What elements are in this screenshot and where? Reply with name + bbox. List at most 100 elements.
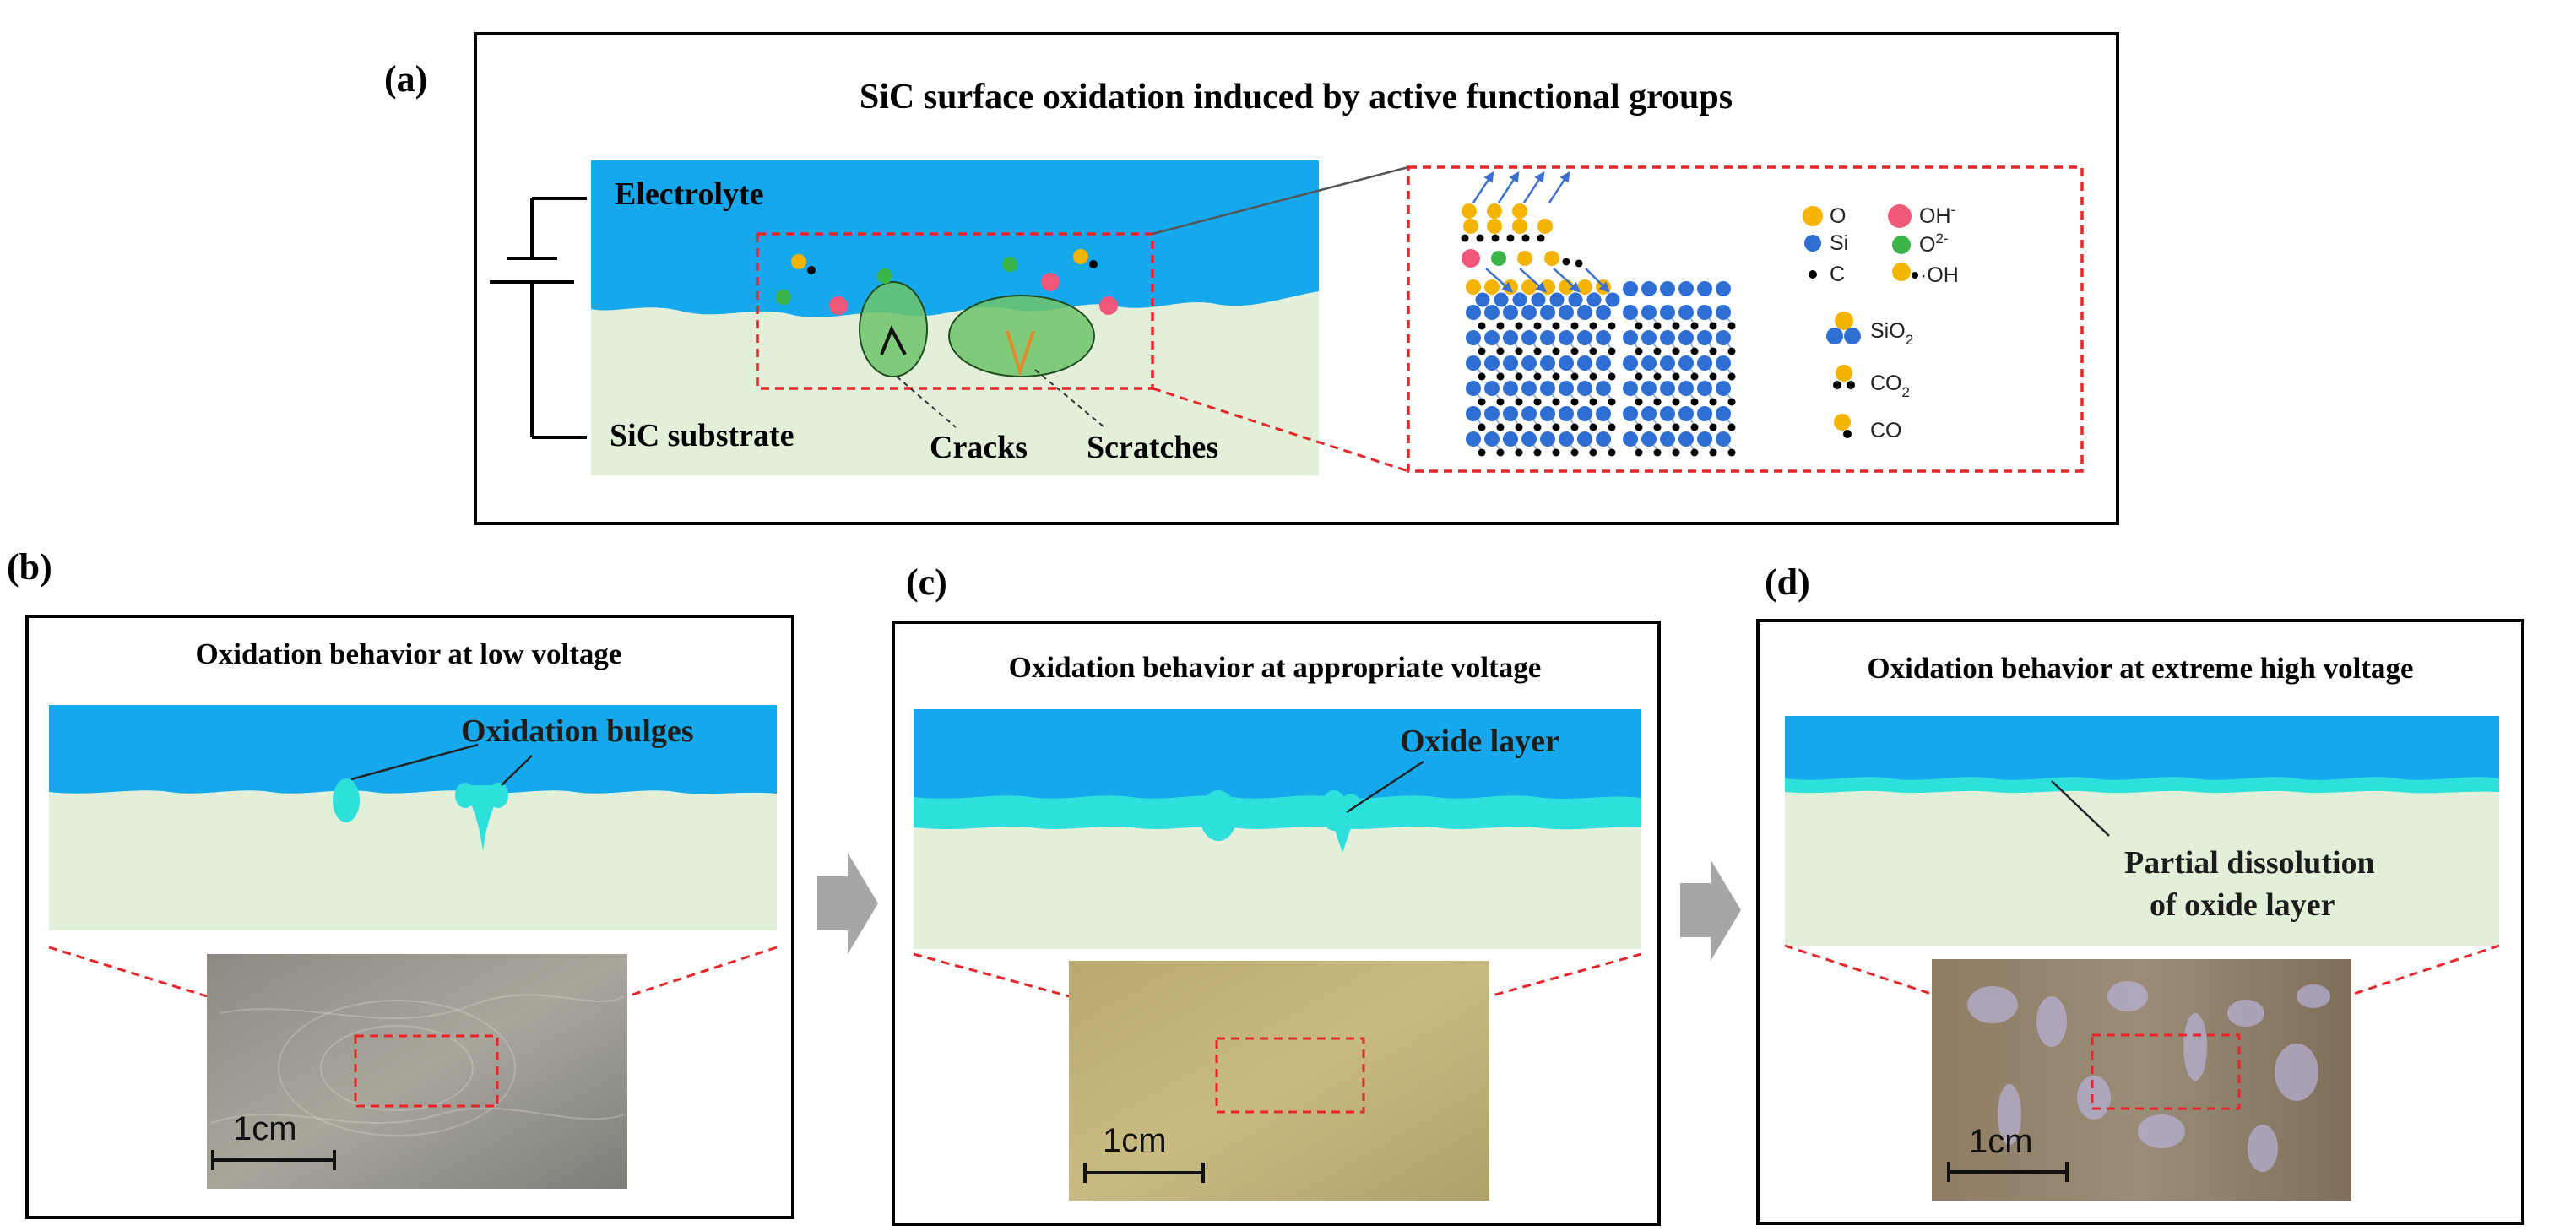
lattice-si-atom (1660, 305, 1675, 320)
lattice-si-atom (1559, 381, 1574, 396)
lattice-si-atom (1503, 355, 1518, 371)
lattice-si-atom (1484, 305, 1500, 320)
legend-co2-c1 (1833, 381, 1841, 389)
lattice-si-atom (1577, 431, 1592, 447)
lattice-c-atom (1570, 372, 1579, 381)
panel-a-frame (474, 32, 2119, 525)
lattice-c-atom (1635, 347, 1643, 355)
lattice-si-atom (1623, 281, 1638, 296)
crack-mark (880, 325, 907, 355)
panel-a: (a) SiC surface oxidation induced by act… (384, 32, 2119, 525)
panel-b-bulge-left (455, 783, 475, 808)
lattice-si-atom (1660, 431, 1675, 447)
panel-c-zoom-left (913, 952, 1070, 998)
species-o-atom (1512, 203, 1527, 219)
ion-carbon (807, 266, 816, 274)
lattice-c-atom (1608, 448, 1616, 457)
lattice-si-atom (1503, 330, 1518, 345)
panel-b-photo (207, 954, 627, 1189)
panel-c-photo (1069, 961, 1489, 1201)
lattice-si-atom (1623, 381, 1638, 396)
lattice-si-atom (1503, 305, 1518, 320)
panel-c-bulge (1200, 790, 1237, 841)
legend-co2-icon (1836, 365, 1852, 382)
panel-d-frame (1756, 619, 2524, 1225)
panel-b-zoom-left (48, 946, 208, 998)
panel-b-leader-2 (501, 755, 533, 786)
lattice-c-atom (1635, 398, 1643, 406)
legend-oxygen: O (1830, 204, 1846, 228)
lattice-c-atom (1496, 347, 1505, 355)
panel-d-zoom-left (1784, 944, 1934, 996)
lattice-c-atom (1496, 398, 1505, 406)
lattice-si-atom (1716, 381, 1731, 396)
panel-c-frame (892, 621, 1661, 1226)
lattice-o-atom (1484, 279, 1500, 295)
ion-hydroxide (1041, 273, 1060, 291)
reaction-arrow (1548, 171, 1570, 203)
lattice-c-atom (1709, 423, 1717, 431)
panel-c-electrolyte (914, 709, 1641, 799)
lattice-si-atom (1716, 305, 1731, 320)
lattice-si-atom (1641, 381, 1657, 396)
lattice-si-atom (1559, 330, 1574, 345)
lattice-si-atom (1503, 406, 1518, 421)
panel-b-leader-1 (350, 743, 479, 781)
lattice-c-atom (1533, 372, 1542, 381)
power-supply (490, 197, 587, 439)
lattice-si-atom (1623, 305, 1638, 320)
legend-sio2-si1 (1826, 328, 1843, 344)
lattice-si-atom (1549, 292, 1565, 307)
species-o2-ion (1491, 251, 1506, 266)
lattice-c-atom (1496, 448, 1505, 457)
panel-c-zoom-right (1489, 952, 1642, 998)
panel-b-scale-label: 1cm (233, 1110, 297, 1147)
lattice-si-atom (1521, 431, 1537, 447)
panel-a-label: (a) (384, 58, 427, 100)
panel-c-photo-zoom-box (1215, 1037, 1365, 1114)
ion-o2 (776, 290, 791, 305)
lattice-si-atom (1596, 305, 1611, 320)
lattice-c-atom (1496, 372, 1505, 381)
legend-sio2: SiO2 (1870, 319, 1913, 348)
lattice-si-atom (1641, 431, 1657, 447)
reaction-arrow (1497, 171, 1520, 203)
lattice-si-atom (1586, 292, 1602, 307)
lattice-c-atom (1709, 347, 1717, 355)
lattice-c-atom (1672, 372, 1680, 381)
cracks-leader (896, 376, 957, 428)
lattice-si-atom (1660, 381, 1675, 396)
lattice-c-atom (1515, 372, 1523, 381)
reaction-arrow (1522, 171, 1545, 203)
panel-b-zoom-right (626, 946, 778, 998)
lattice-si-atom (1716, 330, 1731, 345)
panel-d-photo-spots (1967, 981, 2330, 1172)
lattice-si-atom (1466, 330, 1481, 345)
panel-d-scale-label: 1cm (1969, 1123, 2033, 1160)
lattice-c-atom (1478, 347, 1486, 355)
panel-d-annotation-line2: of oxide layer (2150, 887, 2335, 923)
lattice-c-atom (1608, 398, 1616, 406)
lattice-c-atom (1589, 448, 1597, 457)
lattice-si-atom (1484, 406, 1500, 421)
reaction-arrow (1472, 171, 1494, 203)
lattice-c-atom (1496, 423, 1505, 431)
lattice-c-atom (1635, 322, 1643, 330)
lattice-c-atom (1589, 322, 1597, 330)
lattice-si-atom (1678, 305, 1694, 320)
lattice-c-atom (1478, 322, 1486, 330)
lattice-c-atom (1589, 372, 1597, 381)
lattice-c-atom (1533, 448, 1542, 457)
lattice-si-atom (1623, 431, 1638, 447)
panel-c-leader (1346, 760, 1424, 814)
species-c-atom (1575, 259, 1583, 268)
legend-hydroxide-icon (1888, 204, 1912, 228)
legend-co-c (1843, 430, 1852, 438)
lattice-si-atom (1577, 305, 1592, 320)
lattice-c-atom (1709, 398, 1717, 406)
lattice-si-atom (1697, 330, 1712, 345)
lattice-si-atom (1540, 381, 1555, 396)
lattice-c-atom (1552, 398, 1560, 406)
lattice-c-atom (1727, 398, 1736, 406)
lattice-si-atom (1540, 355, 1555, 371)
